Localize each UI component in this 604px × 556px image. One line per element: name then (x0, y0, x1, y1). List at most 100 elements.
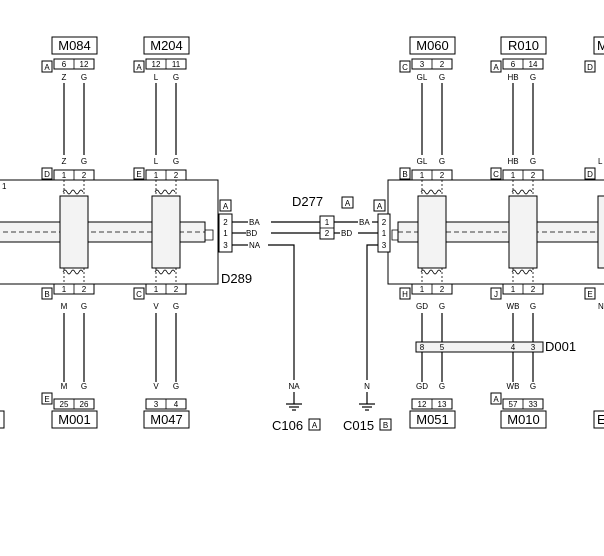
port-letter: D (44, 170, 50, 179)
connector-letter: D (587, 63, 593, 72)
wire-color: G (81, 382, 87, 391)
connector-m060[interactable]: M060 C 3 2 GL G (399, 36, 456, 82)
port-letter: J (494, 290, 498, 299)
ground-letter: A (312, 421, 318, 430)
port-letter: D (587, 170, 593, 179)
connector-m010[interactable]: WB G A 57 33 M010 (490, 382, 547, 429)
pin-number: 4 (511, 343, 516, 352)
ground-label: C106 (272, 418, 303, 433)
port-letter: B (402, 170, 407, 179)
connector-label: M060 (416, 38, 449, 53)
pin-number: 2 (174, 171, 179, 180)
connector-m047[interactable]: V G 3 4 M047 (143, 382, 190, 429)
pin-number: 33 (529, 400, 538, 409)
splice-d001[interactable]: 8 5 4 3 D001 (415, 339, 576, 354)
connector-letter: A (44, 63, 50, 72)
connector-label: M010 (507, 412, 540, 427)
wire-color: M (61, 302, 68, 311)
pin-number: 26 (80, 400, 89, 409)
ground-letter: B (383, 421, 388, 430)
connector-edge-bottom-left (0, 410, 5, 429)
wire-color: Z (62, 73, 67, 82)
wire-color: G (81, 73, 87, 82)
connector-label: M (597, 38, 604, 53)
connector-letter: A (493, 63, 499, 72)
wire-color: N (364, 382, 370, 391)
wire-color: L (154, 157, 159, 166)
port-letter: E (587, 290, 592, 299)
wire-color: G (439, 157, 445, 166)
connector-label: M047 (150, 412, 183, 427)
wire-color: G (439, 302, 445, 311)
pin-number: 3 (382, 241, 387, 250)
pin-number: 2 (223, 218, 228, 227)
pin-number: 57 (509, 400, 518, 409)
pin-number: 1 (420, 285, 425, 294)
top-wires (63, 83, 534, 155)
wire-color: BA (249, 218, 260, 227)
wire-color: WB (507, 302, 520, 311)
pin-number: 3 (154, 400, 159, 409)
connector-edge-bottom-right: E (593, 410, 604, 429)
connector-m051[interactable]: GD G 12 13 M051 (409, 382, 456, 429)
pin-number: 13 (438, 400, 447, 409)
ground-c106[interactable]: NA C106 A (272, 382, 321, 433)
pin-number: 6 (62, 60, 67, 69)
pin-number: 1 (511, 171, 516, 180)
wire-color: NA (249, 241, 261, 250)
connector-m204[interactable]: M204 A 12 11 L G (133, 36, 190, 82)
pin-number: 1 (62, 171, 67, 180)
wire-color: G (81, 302, 87, 311)
connector-d277[interactable]: D277 A 1 2 (292, 194, 354, 240)
connector-r010[interactable]: R010 A 6 14 HB G (490, 36, 547, 82)
pin-number: 4 (174, 400, 179, 409)
connector-label: D277 (292, 194, 323, 209)
wire-color: N (598, 302, 604, 311)
link-wiring: BA BD NA BA BD (232, 218, 378, 380)
wire-color: BD (246, 229, 257, 238)
connector-m084[interactable]: M084 A 6 12 Z G (41, 36, 98, 82)
wire-color: G (439, 73, 445, 82)
wire-color: HB (507, 73, 518, 82)
ground-label: C015 (343, 418, 374, 433)
port-letter: H (402, 290, 408, 299)
pin-number: 1 (154, 171, 159, 180)
pin-number: 14 (529, 60, 538, 69)
connector-label: M051 (416, 412, 449, 427)
wire-color: Z (62, 157, 67, 166)
pin-number: 12 (418, 400, 427, 409)
wire-color: G (173, 382, 179, 391)
wire-color: GD (416, 302, 428, 311)
wire-color: G (173, 302, 179, 311)
ground-c015[interactable]: N C015 B (343, 382, 392, 433)
pin-number: 25 (60, 400, 69, 409)
pin-number: 2 (440, 285, 445, 294)
pin-number: 1 (223, 229, 228, 238)
wire-color: GL (417, 73, 428, 82)
module-d289[interactable]: Z G D 1 2 L G E 1 2 B (0, 157, 252, 311)
connector-letter: C (402, 63, 408, 72)
wire-color: NA (288, 382, 300, 391)
connector-label: M001 (58, 412, 91, 427)
wire-color: BD (341, 229, 352, 238)
port-letter: C (136, 290, 142, 299)
pin-number: 12 (152, 60, 161, 69)
pin-number: 1 (420, 171, 425, 180)
pin-number: 3 (420, 60, 425, 69)
pin-number: 1 (382, 229, 387, 238)
connector-label: E (597, 412, 604, 427)
module-right[interactable]: GL G B 1 2 HB G C 1 2 D L (373, 157, 604, 311)
pin-number: 2 (531, 285, 536, 294)
connector-letter: E (44, 395, 49, 404)
wire-color: V (153, 382, 159, 391)
splice-label: D001 (545, 339, 576, 354)
wire-color: HB (507, 157, 518, 166)
wire-color: GD (416, 382, 428, 391)
pin-number: 2 (325, 229, 330, 238)
connector-label: R010 (508, 38, 539, 53)
connector-m001[interactable]: M G E 25 26 M001 (41, 382, 98, 429)
pin-number: 2 (174, 285, 179, 294)
pin-number: 5 (440, 343, 445, 352)
pin-number: 11 (172, 60, 181, 69)
side-connector-letter: A (377, 202, 383, 211)
